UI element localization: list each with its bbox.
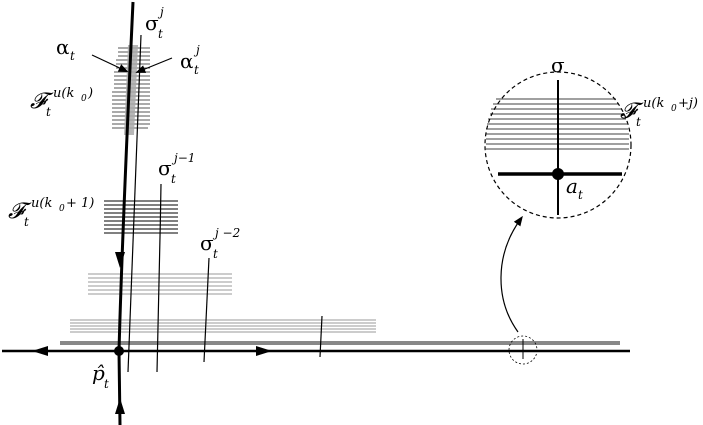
small-tick <box>319 315 323 358</box>
label-sigma-zoom: σ <box>551 53 565 77</box>
svg-text:σ: σ <box>145 11 159 35</box>
arrow-down-vertical <box>115 252 125 268</box>
svg-text:σ: σ <box>158 156 172 180</box>
leaves-middle-gray <box>88 273 232 295</box>
svg-text:a: a <box>566 174 578 198</box>
svg-text:j−1: j−1 <box>171 151 195 165</box>
zoom-arrow <box>500 215 523 333</box>
svg-text:j: j <box>157 5 164 19</box>
svg-text:t: t <box>213 247 218 261</box>
alpha-t-arrow <box>91 54 129 73</box>
svg-text:0: 0 <box>59 204 65 214</box>
svg-text:t: t <box>70 49 75 63</box>
svg-text:u(k: u(k <box>53 86 74 101</box>
svg-text:t: t <box>46 105 51 119</box>
label-sigma-j2: σ t j −2 <box>200 226 240 261</box>
leaves-lower-gray <box>70 319 376 333</box>
label-sigma-j: σ t j <box>145 5 164 41</box>
svg-text:t: t <box>636 115 641 129</box>
svg-text:0: 0 <box>671 104 677 114</box>
label-alpha-j: α t j <box>180 43 200 77</box>
base-point <box>114 346 124 356</box>
label-F-k0-plus-j: 𝓕 t u(k 0 +j) <box>620 96 698 129</box>
svg-text:σ: σ <box>551 53 565 77</box>
svg-text:σ: σ <box>200 231 214 255</box>
svg-text:+j): +j) <box>678 96 698 111</box>
zoom-dashed-circle <box>484 71 632 219</box>
label-p-hat: p̂ t <box>92 361 109 391</box>
svg-text:t: t <box>158 27 163 41</box>
svg-text:u(k: u(k <box>643 96 664 111</box>
svg-text:j: j <box>193 43 200 57</box>
svg-text:p̂: p̂ <box>92 361 105 385</box>
zoom-point <box>552 168 564 180</box>
svg-text:α: α <box>180 49 194 73</box>
leaves-k0-plus-1 <box>104 200 178 234</box>
label-F-k0: 𝓕 t u(k 0 ) <box>30 86 93 119</box>
svg-text:+ 1): + 1) <box>66 196 94 211</box>
svg-text:): ) <box>87 86 93 101</box>
svg-text:j −2: j −2 <box>212 226 240 240</box>
label-alpha-t: α t <box>56 35 75 63</box>
small-dashed-circle <box>508 335 538 365</box>
svg-text:α: α <box>56 35 70 59</box>
alpha-j-arrow <box>135 57 173 73</box>
svg-text:t: t <box>171 172 176 186</box>
label-F-k0-plus-1: 𝓕 t u(k 0 + 1) <box>8 196 94 229</box>
label-a-t: a t <box>566 174 583 202</box>
arrow-left <box>32 346 48 356</box>
label-sigma-j1: σ t j−1 <box>158 151 195 186</box>
svg-text:t: t <box>24 215 29 229</box>
svg-text:t: t <box>194 63 199 77</box>
arrow-right <box>256 346 272 356</box>
svg-text:u(k: u(k <box>31 196 52 211</box>
svg-text:0: 0 <box>81 94 87 104</box>
vertical-main-curve <box>117 1 135 425</box>
svg-text:t: t <box>578 188 583 202</box>
svg-text:t: t <box>104 377 109 391</box>
sigma-j1-segment <box>156 183 162 373</box>
sigma-j2-segment <box>203 257 210 363</box>
vertical-thin-curve <box>127 34 142 373</box>
arrow-up-vertical <box>115 398 125 414</box>
